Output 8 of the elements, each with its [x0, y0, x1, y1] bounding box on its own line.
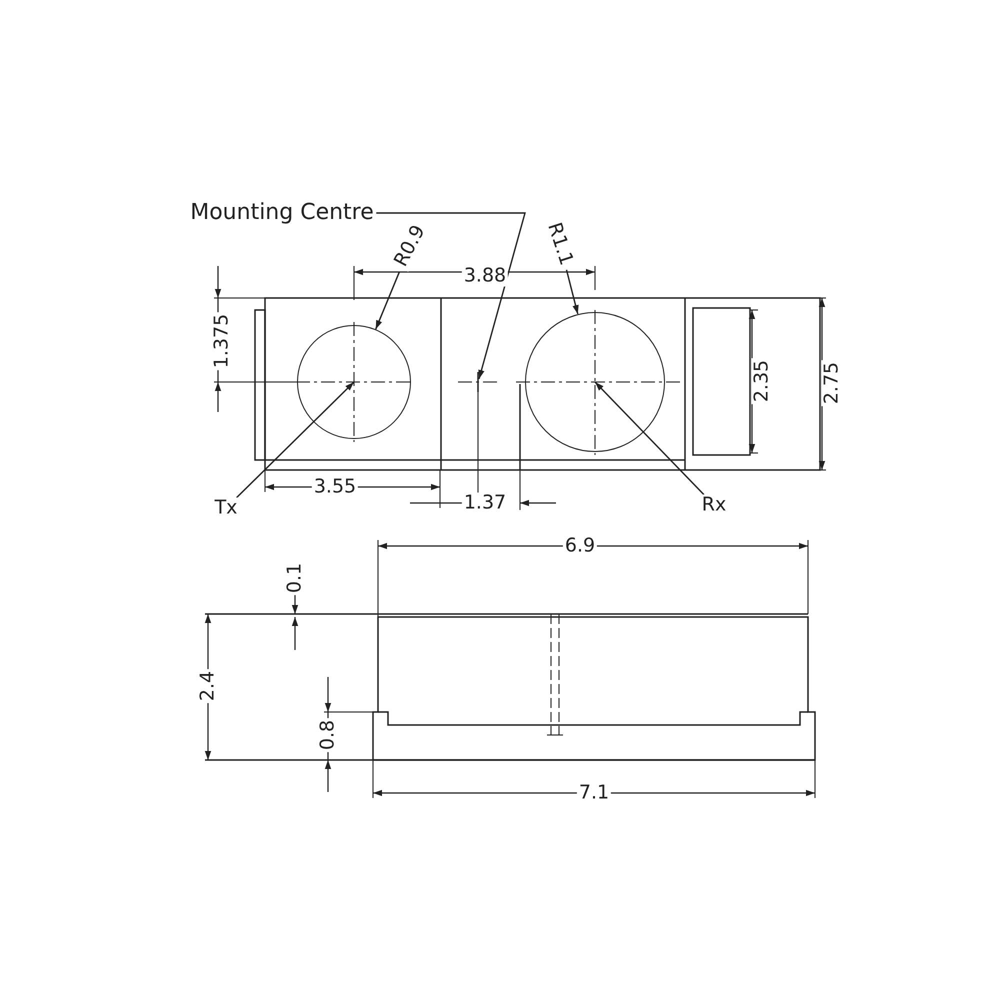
lens-circle: [525, 312, 665, 452]
leader-line: [594, 382, 704, 496]
lens-circle: [297, 325, 411, 439]
leader-line: [236, 382, 354, 498]
leader-line: [375, 272, 400, 330]
leader-line: [566, 270, 579, 314]
leader-line: [376, 212, 526, 380]
dimension-label: 3.88: [462, 266, 508, 286]
